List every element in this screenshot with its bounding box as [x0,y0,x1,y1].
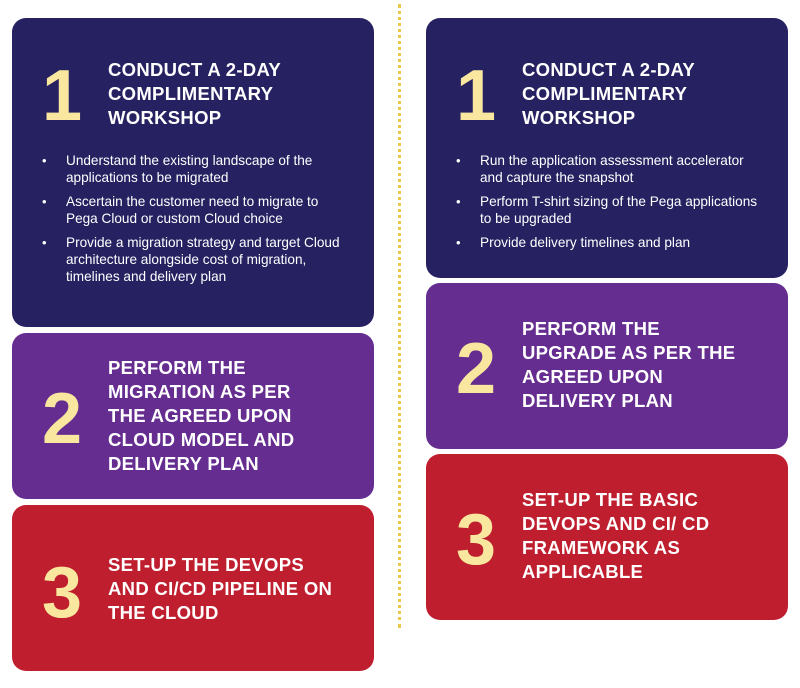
right-step-2-title: PERFORM THE UPGRADE AS PER THE AGREED UP… [522,318,736,411]
list-item: • Run the application assessment acceler… [450,152,766,186]
left-step-2-title: PERFORM THE MIGRATION AS PER THE AGREED … [108,357,295,474]
left-step-1-card: 1 CONDUCT A 2-DAY COMPLIMENTARY WORKSHOP… [12,18,374,327]
right-step-1-card: 1 CONDUCT A 2-DAY COMPLIMENTARY WORKSHOP… [426,18,788,278]
right-step-1-number: 1 [456,56,497,136]
right-step-3-title: SET-UP THE BASIC DEVOPS AND CI/ CD FRAME… [522,489,710,582]
right-step-1-bullets: • Run the application assessment acceler… [450,152,766,258]
bullet-icon: • [42,235,47,250]
left-step-1-bullets: • Understand the existing landscape of t… [36,152,352,292]
right-step-1-title: CONDUCT A 2-DAY COMPLIMENTARY WORKSHOP [522,59,695,128]
bullet-icon: • [42,194,47,209]
right-step-3-card: 3 SET-UP THE BASIC DEVOPS AND CI/ CD FRA… [426,454,788,620]
list-item: • Perform T-shirt sizing of the Pega app… [450,193,766,227]
bullet-icon: • [456,153,461,168]
list-item: • Ascertain the customer need to migrate… [36,193,352,227]
bullet-icon: • [42,153,47,168]
list-item: • Provide a migration strategy and targe… [36,234,352,285]
left-step-2-number: 2 [42,379,83,459]
left-step-1-title: CONDUCT A 2-DAY COMPLIMENTARY WORKSHOP [108,59,281,128]
bullet-text: Provide delivery timelines and plan [480,235,691,250]
bullet-text: Run the application assessment accelerat… [480,153,744,185]
left-step-3-card: 3 SET-UP THE DEVOPS AND CI/CD PIPELINE O… [12,505,374,671]
bullet-text: Ascertain the customer need to migrate t… [66,194,319,226]
bullet-icon: • [456,194,461,209]
bullet-icon: • [456,235,461,250]
right-step-2-card: 2 PERFORM THE UPGRADE AS PER THE AGREED … [426,283,788,449]
dotted-divider [398,4,401,628]
bullet-text: Understand the existing landscape of the… [66,153,313,185]
bullet-text: Perform T-shirt sizing of the Pega appli… [480,194,758,226]
left-step-1-number: 1 [42,56,83,136]
bullet-text: Provide a migration strategy and target … [66,235,340,284]
list-item: • Understand the existing landscape of t… [36,152,352,186]
right-step-2-number: 2 [456,329,497,409]
left-step-2-card: 2 PERFORM THE MIGRATION AS PER THE AGREE… [12,333,374,499]
left-step-3-title: SET-UP THE DEVOPS AND CI/CD PIPELINE ON … [108,554,333,623]
left-step-3-number: 3 [42,553,83,633]
list-item: • Provide delivery timelines and plan [450,234,766,251]
right-step-3-number: 3 [456,500,497,580]
